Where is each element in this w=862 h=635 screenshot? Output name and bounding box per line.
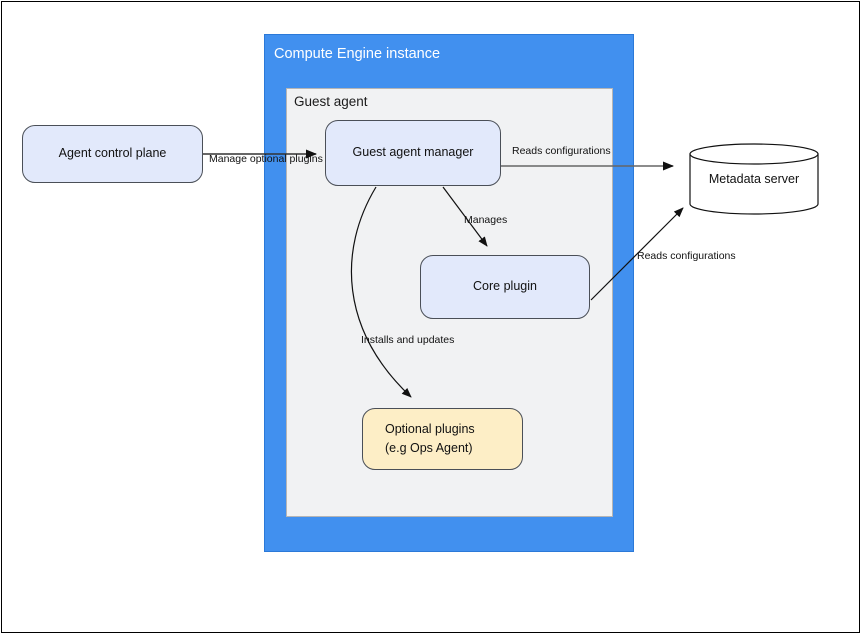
edge-label-installs-and-updates: Installs and updates [361,334,455,346]
cylinder-icon [689,143,819,215]
edge-label-reads-configurations-core: Reads configurations [637,250,736,262]
edge-label-manages: Manages [464,214,508,226]
node-guest-agent-manager-label: Guest agent manager [352,145,474,160]
edge-label-manage-optional-plugins: Manage optional plugins [209,153,323,165]
node-optional-plugins-label-line1: Optional plugins [385,421,475,436]
node-core-plugin-label: Core plugin [473,279,537,294]
node-agent-control-plane[interactable]: Agent control plane [22,125,203,183]
guest-agent-title: Guest agent [294,94,368,109]
node-optional-plugins[interactable]: Optional plugins (e.g Ops Agent) [362,408,523,470]
edge-label-reads-configurations-manager: Reads configurations [512,145,611,157]
node-guest-agent-manager[interactable]: Guest agent manager [325,120,501,186]
compute-engine-instance-title: Compute Engine instance [274,46,441,62]
node-optional-plugins-label-line2: (e.g Ops Agent) [385,441,473,455]
node-core-plugin[interactable]: Core plugin [420,255,590,319]
node-agent-control-plane-label: Agent control plane [58,146,167,161]
node-metadata-server[interactable]: Metadata server [689,143,819,215]
